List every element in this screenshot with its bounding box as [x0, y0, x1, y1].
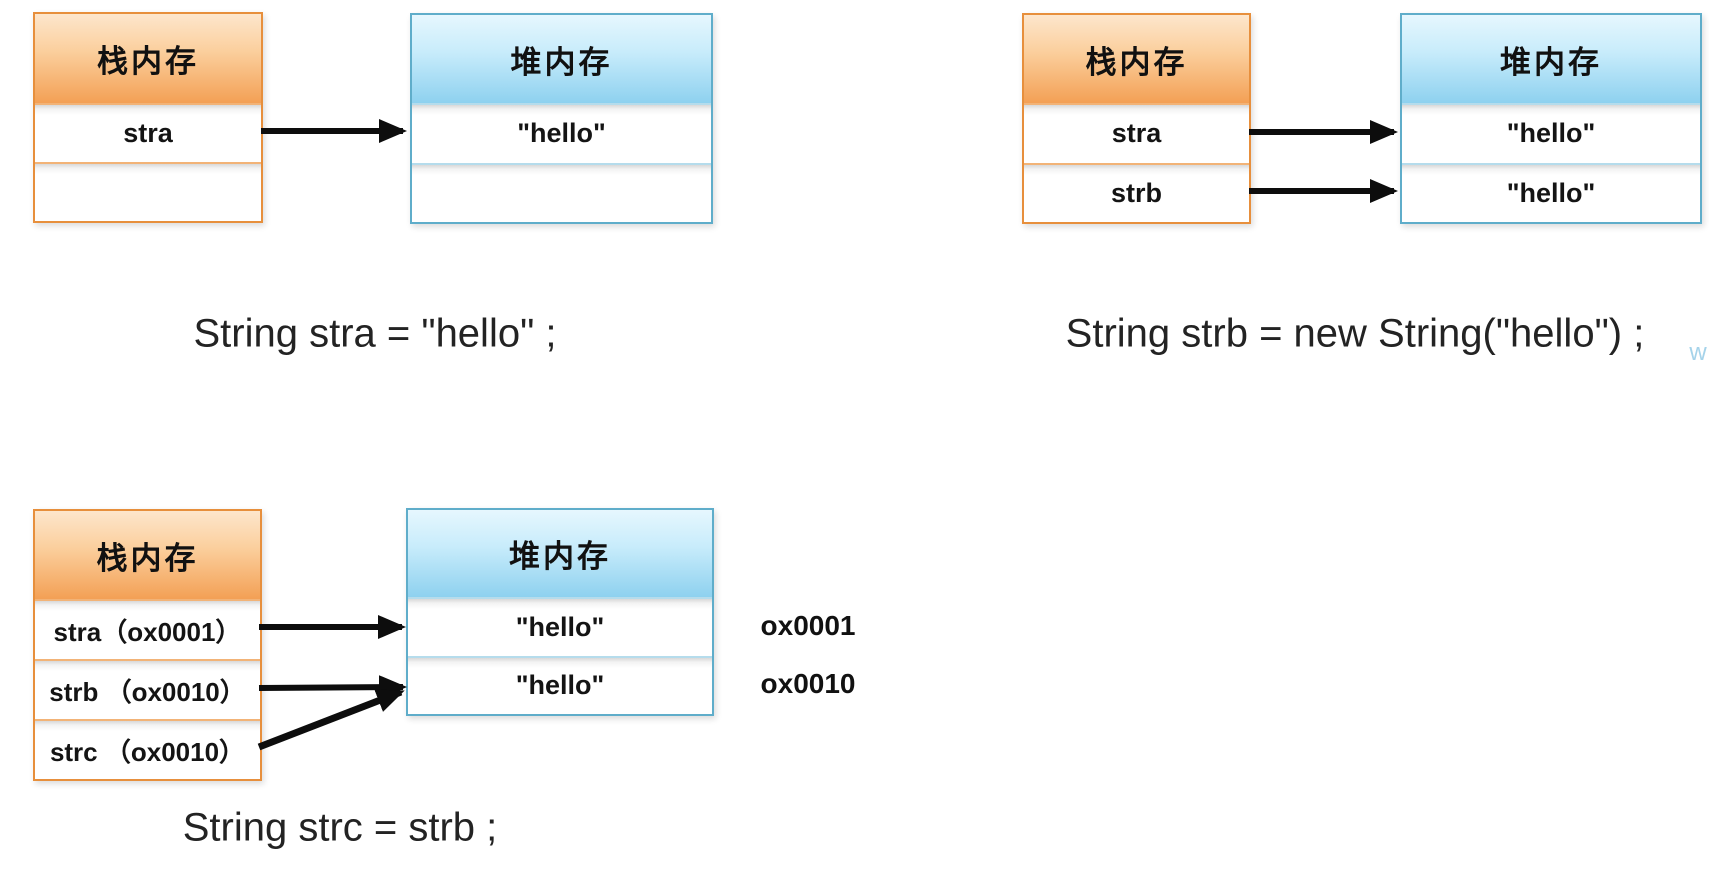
stack-memory-box-top-left: 栈内存 stra — [33, 12, 263, 223]
stack-row-empty — [35, 162, 261, 221]
heap-row-hello-2: "hello" — [1402, 162, 1700, 222]
stack-memory-box-bottom-left: 栈内存 stra（ox0001） strb （ox0010） strc （ox0… — [33, 509, 262, 781]
heap-memory-header: 堆内存 — [412, 15, 711, 103]
arrow-strb-to-hello-bottom — [258, 675, 407, 700]
heap-memory-box-top-right: 堆内存 "hello" "hello" — [1400, 13, 1702, 224]
arrow-strc-to-hello-bottom — [257, 688, 405, 751]
stack-memory-header: 栈内存 — [1024, 15, 1249, 103]
address-label-ox0001: ox0001 — [760, 610, 856, 641]
heap-row-hello-1: "hello" — [1402, 103, 1700, 163]
stack-memory-header: 栈内存 — [35, 511, 260, 599]
heap-row-hello-ox0010: "hello" — [408, 655, 712, 714]
code-caption-strc-assign: String strc = strb ; — [182, 805, 498, 850]
heap-row-empty — [412, 162, 711, 222]
heap-row-hello-ox0001: "hello" — [408, 597, 712, 656]
address-label-ox0010: ox0010 — [760, 668, 856, 699]
watermark-letter: w — [1689, 339, 1707, 366]
stack-row-stra: stra — [1024, 103, 1249, 163]
stack-row-strb-ox0010: strb （ox0010） — [35, 659, 260, 719]
heap-row-hello: "hello" — [412, 103, 711, 163]
code-caption-stra-literal: String stra = "hello" ; — [193, 311, 557, 356]
stack-row-strb: strb — [1024, 162, 1249, 222]
stack-row-strc-ox0010: strc （ox0010） — [35, 719, 260, 779]
stack-row-stra: stra — [35, 103, 261, 162]
heap-memory-box-bottom-left: 堆内存 "hello" "hello" — [406, 508, 714, 716]
heap-memory-header: 堆内存 — [1402, 15, 1700, 103]
stack-row-stra-ox0001: stra（ox0001） — [35, 599, 260, 659]
stack-memory-box-top-right: 栈内存 stra strb — [1022, 13, 1251, 224]
heap-memory-box-top-left: 堆内存 "hello" — [410, 13, 713, 224]
heap-memory-header: 堆内存 — [408, 510, 712, 597]
code-caption-strb-new-string: String strb = new String("hello") ; — [1065, 311, 1645, 356]
stack-memory-header: 栈内存 — [35, 14, 261, 103]
